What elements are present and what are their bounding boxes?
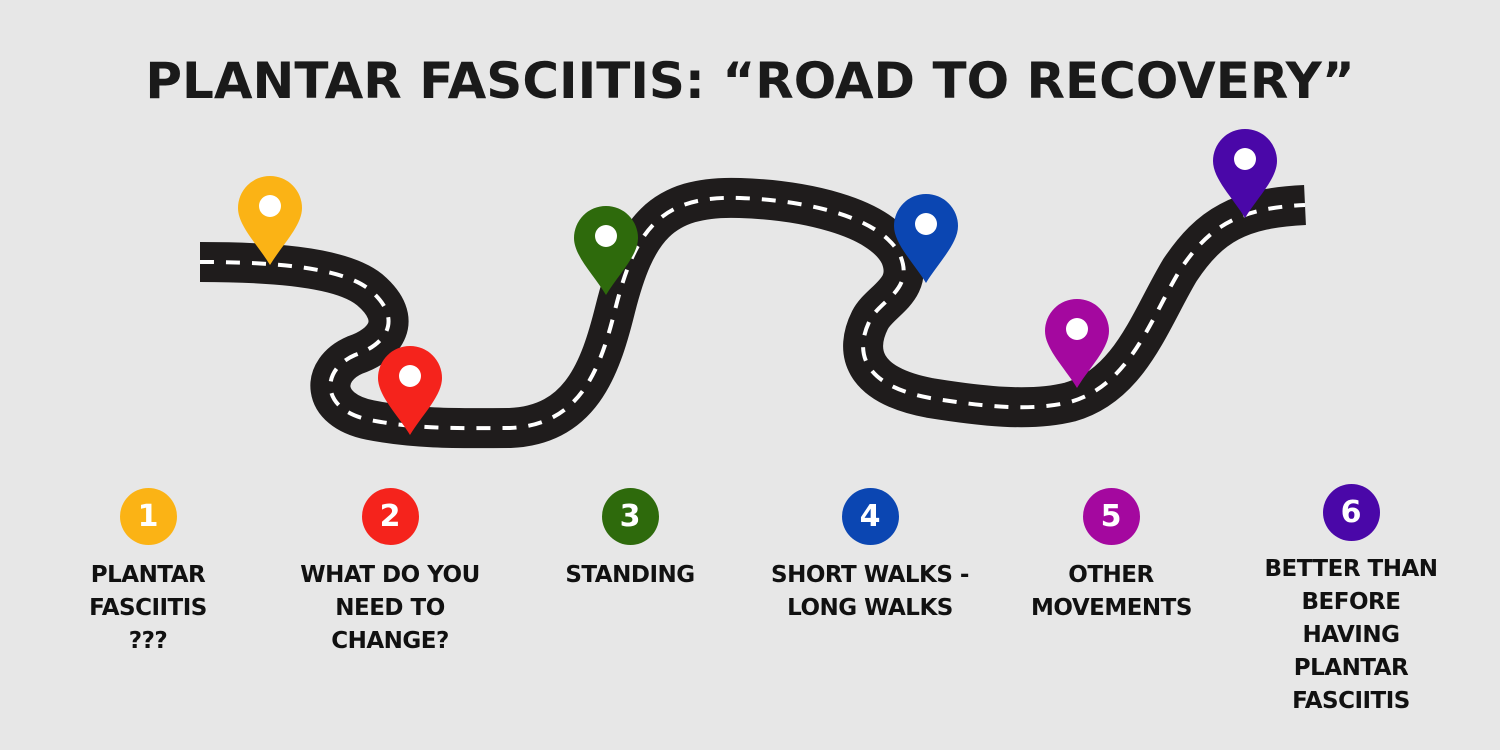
step-number-badge: 4 — [841, 488, 899, 545]
step-number-badge: 1 — [119, 488, 177, 545]
step-5: 5 OTHER MOVEMENTS — [991, 488, 1231, 625]
step-label: STANDING — [565, 562, 695, 588]
map-pin-icon — [378, 346, 442, 435]
road-center-line — [199, 195, 1306, 431]
step-label: OTHER MOVEMENTS — [1031, 562, 1192, 621]
step-label: SHORT WALKS - LONG WALKS — [771, 562, 969, 621]
road — [199, 177, 1307, 449]
step-number-badge: 3 — [601, 488, 659, 545]
map-pin-icon — [574, 206, 638, 295]
step-2: 2 WHAT DO YOU NEED TO CHANGE? — [270, 488, 510, 658]
map-pin-icon — [1213, 129, 1277, 218]
step-label: BETTER THAN BEFORE HAVING PLANTAR FASCII… — [1264, 556, 1438, 714]
map-pin-icon — [894, 194, 958, 283]
step-number-badge: 5 — [1082, 488, 1140, 545]
map-pin-icon — [1045, 299, 1109, 388]
map-pin-icon — [238, 176, 302, 265]
step-label: PLANTAR FASCIITIS ??? — [89, 562, 207, 654]
step-6: 6 BETTER THAN BEFORE HAVING PLANTAR FASC… — [1231, 484, 1471, 718]
step-number-badge: 6 — [1322, 484, 1380, 541]
step-number-badge: 2 — [361, 488, 419, 545]
step-label: WHAT DO YOU NEED TO CHANGE? — [300, 562, 480, 654]
step-4: 4 SHORT WALKS - LONG WALKS — [750, 488, 990, 625]
step-3: 3 STANDING — [510, 488, 750, 592]
step-1: 1 PLANTAR FASCIITIS ??? — [28, 488, 268, 658]
page-title: PLANTAR FASCIITIS: “ROAD TO RECOVERY” — [145, 52, 1355, 110]
